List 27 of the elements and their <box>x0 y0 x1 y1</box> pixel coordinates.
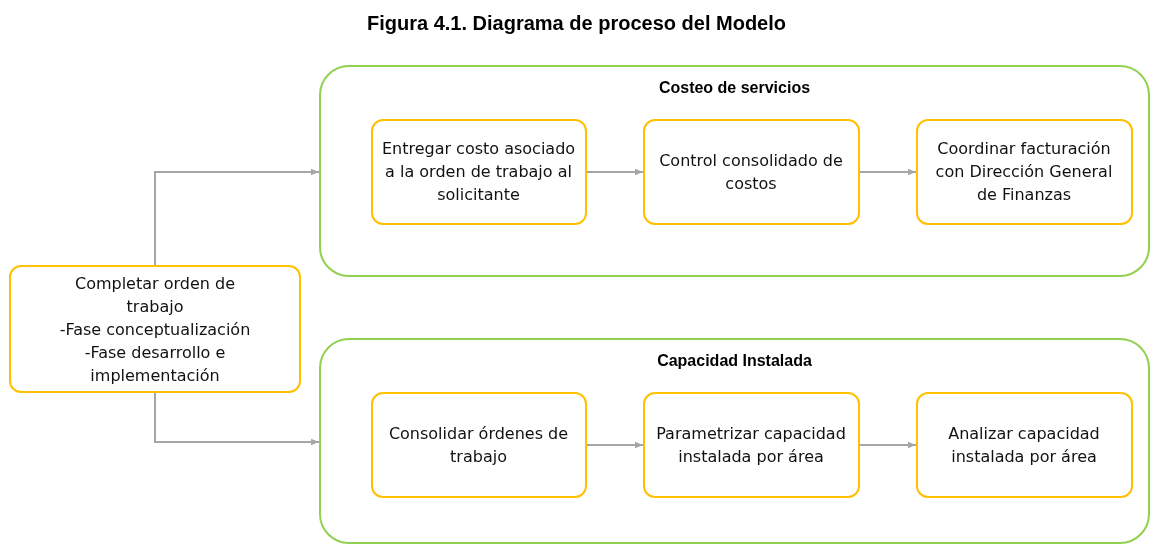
group-panel <box>319 338 1150 544</box>
arrow <box>154 168 320 266</box>
arrow <box>586 168 644 176</box>
arrow <box>859 168 917 176</box>
arrow <box>154 392 320 446</box>
process-box <box>642 391 860 498</box>
group-title: Costeo de servicios <box>658 79 811 96</box>
process-box <box>9 265 301 393</box>
box-text: Control consolidado de costos <box>658 149 844 195</box>
process-box <box>370 391 587 498</box>
arrow <box>586 441 644 449</box>
box-text: Analizar capacidad instalada por área <box>947 422 1101 468</box>
arrow <box>859 441 917 449</box>
box-text: -Fase desarrollo e implementación <box>83 341 227 387</box>
figure-title: Figura 4.1. Diagrama de proceso del Modelo <box>366 12 787 35</box>
process-box <box>915 391 1133 498</box>
box-text: Entregar costo asociado a la orden de trabajo al solicitante <box>380 138 577 206</box>
process-box <box>370 118 587 225</box>
box-text: Consolidar órdenes de trabajo <box>387 422 570 468</box>
box-text: Coordinar facturación con Dirección General de Finanzas <box>934 138 1114 206</box>
box-text: Parametrizar capacidad instalada por área <box>655 422 847 468</box>
box-text: Completar orden de trabajo <box>73 272 236 318</box>
group-title: Capacidad Instalada <box>657 352 812 369</box>
group-panel <box>319 65 1150 277</box>
box-text: -Fase conceptualización <box>59 318 251 341</box>
process-box <box>915 118 1133 225</box>
process-box <box>642 118 860 225</box>
